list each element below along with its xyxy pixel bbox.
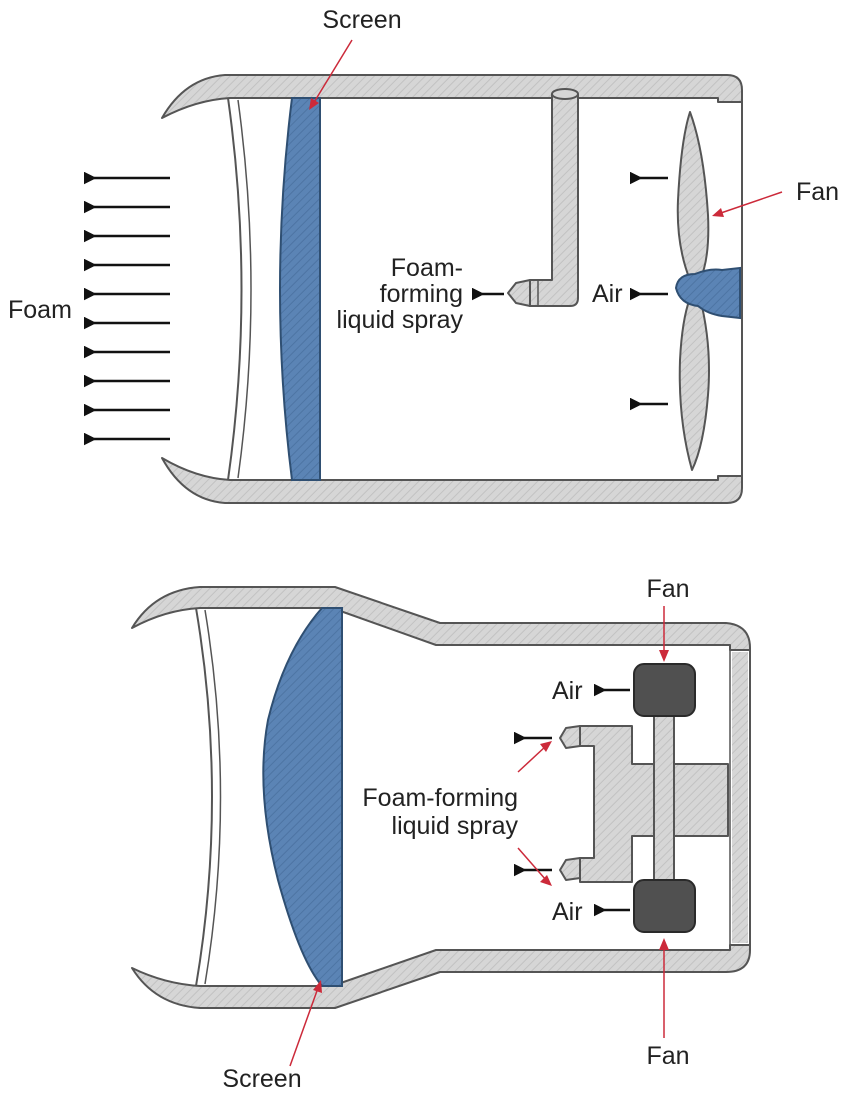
bottom-fan-top (633, 663, 696, 717)
top-pipe-cap (551, 88, 579, 100)
bottom-spray-manifold (575, 725, 729, 883)
top-fan-hub (674, 266, 741, 320)
bottom-screen (262, 607, 343, 987)
bottom-nozzle-lower (559, 857, 581, 881)
bottom-spray-pointer-upper (517, 745, 547, 773)
top-diagram: Screen Fan Foam Foam- forming liquid spr… (8, 6, 839, 504)
top-housing-upper-wall (161, 74, 743, 119)
bottom-spray-pointer-lower-head (540, 875, 552, 886)
foam-arrows (84, 171, 170, 446)
bottom-air-bottom-label: Air (552, 898, 583, 926)
bottom-outlet-lip (195, 607, 213, 987)
bottom-fan-bottom-pointer-head (659, 938, 669, 950)
top-spray-label-line3: liquid spray (337, 306, 464, 334)
bottom-spray-pointer-lower (517, 847, 547, 881)
bottom-fan-shaft (653, 707, 675, 881)
bottom-fan-bottom-label: Fan (646, 1042, 689, 1070)
top-outlet-lip (227, 97, 243, 481)
top-spray-label-line2: forming (380, 280, 463, 308)
top-air-label: Air (592, 280, 623, 308)
top-fan-blade-upper (676, 111, 710, 281)
top-housing-lower-wall (161, 457, 743, 504)
bottom-spray-label-line1: Foam-forming (362, 784, 518, 812)
bottom-diagram: Fan Air Foam-forming liquid spray Air Fa… (131, 575, 751, 1093)
top-fan-pointer-head (712, 208, 724, 217)
top-screen-label: Screen (322, 6, 401, 34)
bottom-housing-back-fill (732, 652, 748, 943)
bottom-screen-pointer (289, 987, 319, 1067)
bottom-spray-pointer-upper-head (540, 741, 552, 752)
foam-label: Foam (8, 296, 72, 324)
top-spray-label-line1: Foam- (391, 254, 463, 282)
bottom-fan-bottom (633, 879, 696, 933)
bottom-spray-label-line2: liquid spray (392, 812, 519, 840)
top-screen-pointer-head (309, 98, 319, 110)
bottom-fan-top-label: Fan (646, 575, 689, 603)
bottom-screen-pointer-head (313, 980, 322, 993)
bottom-outlet-lip-inner (204, 609, 222, 985)
bottom-fan-top-pointer-head (659, 650, 669, 662)
bottom-nozzle-upper (559, 725, 581, 749)
bottom-screen-label: Screen (222, 1065, 301, 1093)
top-fan-blade-lower (678, 297, 710, 471)
top-fan-label: Fan (796, 178, 839, 206)
top-fan-pointer (717, 191, 783, 215)
top-spray-nozzle (507, 279, 531, 307)
bottom-housing-upper-wall (131, 586, 751, 651)
top-spray-pipe (529, 89, 579, 307)
top-screen-pointer (312, 39, 353, 105)
bottom-air-top-label: Air (552, 677, 583, 705)
top-screen (279, 97, 321, 481)
top-outlet-lip-inner (237, 99, 252, 479)
bottom-housing-lower-wall (131, 944, 751, 1009)
